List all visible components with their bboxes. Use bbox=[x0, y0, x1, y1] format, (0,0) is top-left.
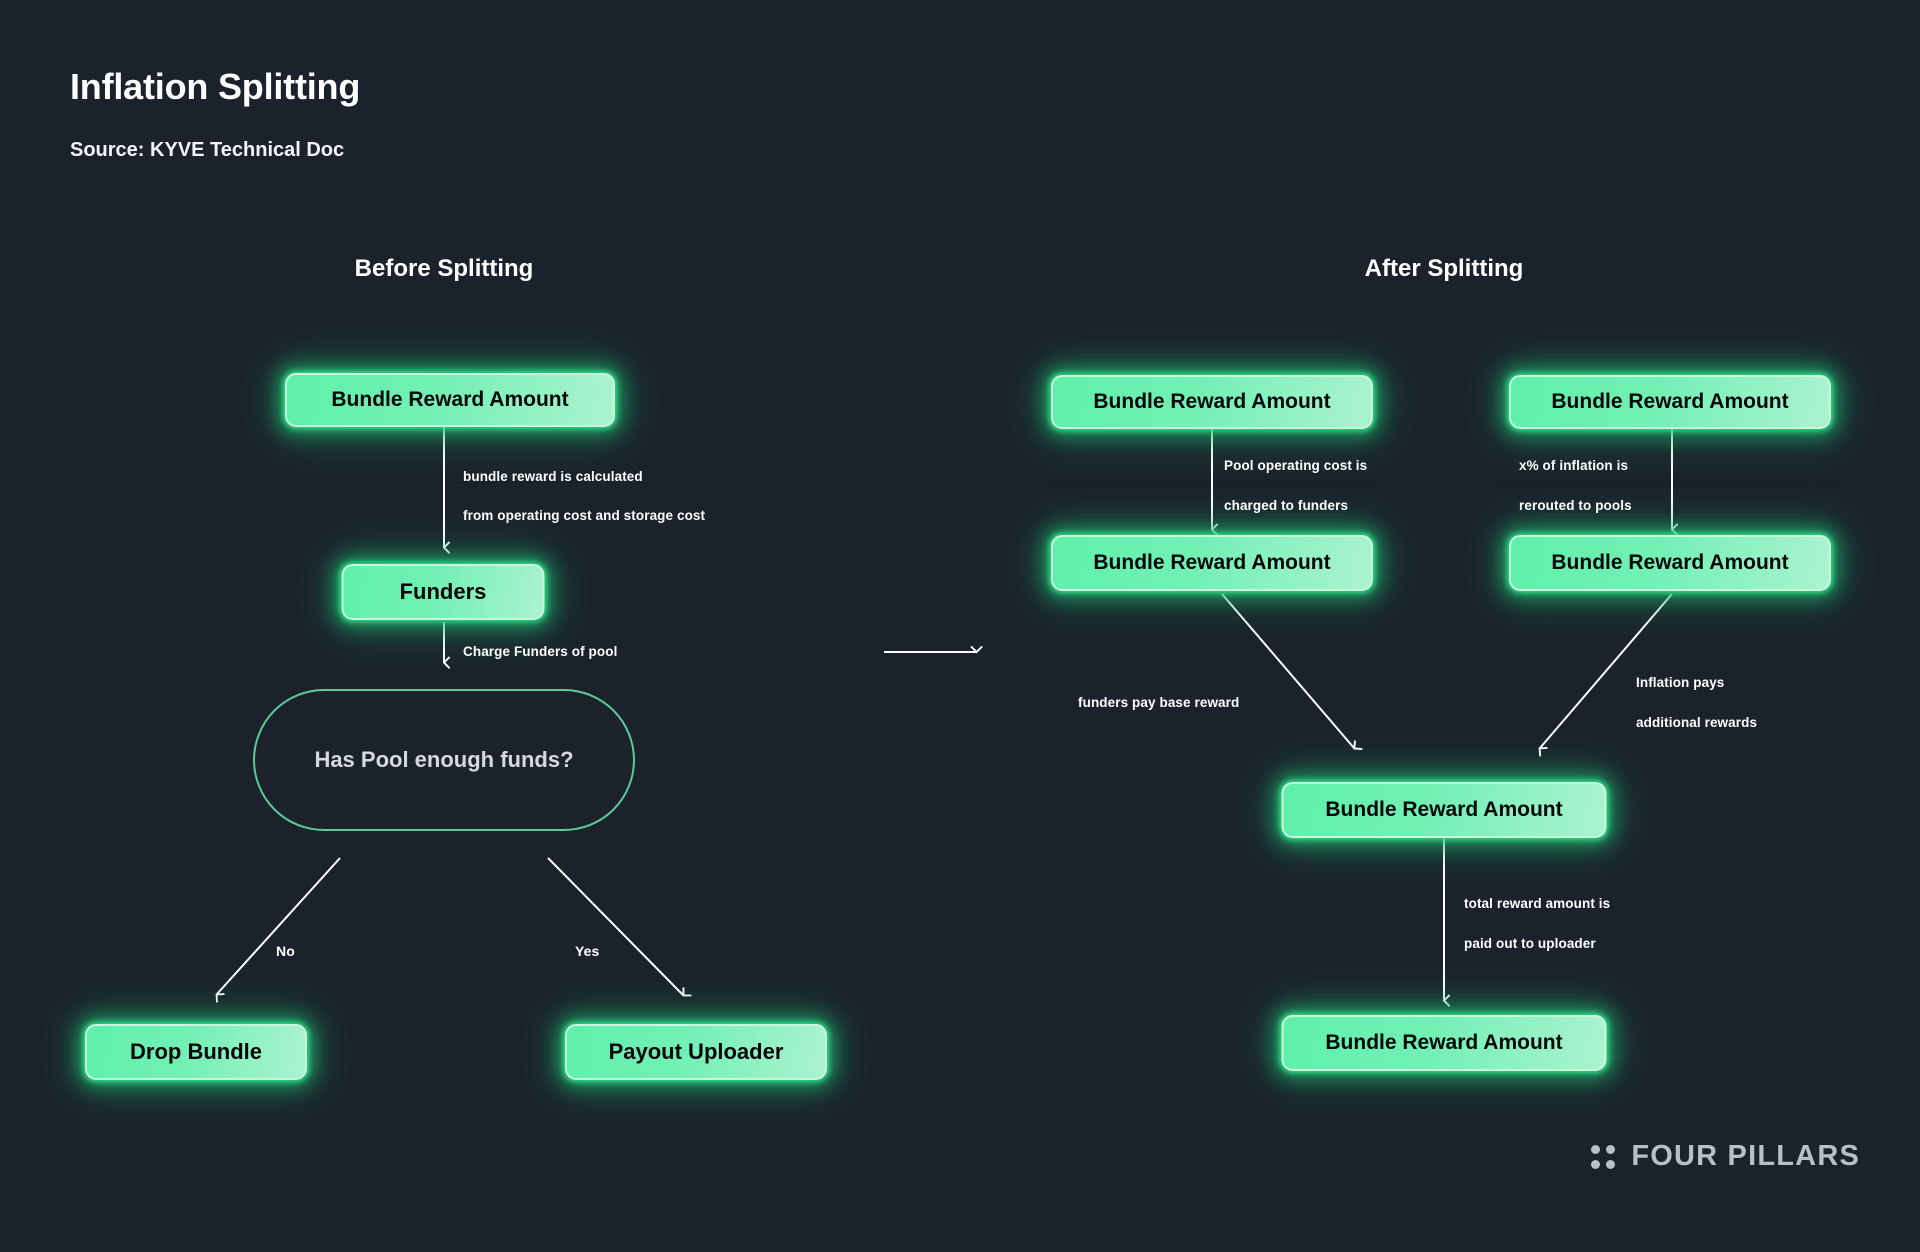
edge-decision-yes bbox=[547, 857, 683, 995]
edge-label-inflation-pays-line1: Inflation pays bbox=[1636, 675, 1725, 690]
node-label: Payout Uploader bbox=[608, 1039, 784, 1064]
node-label: Bundle Reward Amount bbox=[1325, 798, 1563, 821]
edge-label-funders-pay-base-reward: funders pay base reward bbox=[1078, 695, 1240, 710]
node-label: Bundle Reward Amount bbox=[1325, 1031, 1563, 1054]
node-label: Bundle Reward Amount bbox=[1551, 390, 1789, 413]
edge-funders-pay-base-reward bbox=[1221, 593, 1354, 748]
node-label: Bundle Reward Amount bbox=[1093, 390, 1331, 413]
brand-name: FOUR PILLARS bbox=[1631, 1140, 1860, 1172]
node-bundle-reward-amount-after-total[interactable]: Bundle Reward Amount bbox=[1281, 782, 1607, 838]
edge-label-bundle-calculated-line2: from operating cost and storage cost bbox=[463, 508, 706, 523]
node-bundle-reward-amount-after-1[interactable]: Bundle Reward Amount bbox=[1051, 375, 1373, 429]
node-label: Bundle Reward Amount bbox=[1093, 551, 1331, 574]
four-dots-icon bbox=[1591, 1144, 1616, 1169]
node-funders[interactable]: Funders bbox=[341, 564, 545, 620]
edge-label-total-reward-line2: paid out to uploader bbox=[1464, 936, 1596, 951]
node-label: Funders bbox=[399, 579, 487, 604]
edge-label-yes: Yes bbox=[575, 943, 600, 959]
node-label: Bundle Reward Amount bbox=[331, 388, 569, 411]
column-heading-before: Before Splitting bbox=[354, 255, 534, 282]
edge-label-inflation-reroute-line2: rerouted to pools bbox=[1519, 498, 1632, 513]
node-bundle-reward-amount-after-2[interactable]: Bundle Reward Amount bbox=[1509, 375, 1831, 429]
node-bundle-reward-amount-before[interactable]: Bundle Reward Amount bbox=[285, 373, 615, 427]
brand-logo: FOUR PILLARS bbox=[1591, 1140, 1860, 1173]
edge-label-inflation-pays-line2: additional rewards bbox=[1636, 715, 1758, 730]
node-bundle-reward-amount-after-4[interactable]: Bundle Reward Amount bbox=[1509, 535, 1831, 591]
source-caption: Source: KYVE Technical Doc bbox=[70, 139, 345, 161]
node-label: Bundle Reward Amount bbox=[1551, 551, 1789, 574]
page-title: Inflation Splitting bbox=[70, 66, 361, 107]
node-payout-uploader[interactable]: Payout Uploader bbox=[565, 1024, 827, 1080]
edge-label-total-reward-line1: total reward amount is bbox=[1464, 896, 1611, 911]
edge-decision-no bbox=[217, 857, 341, 994]
node-has-pool-enough-funds[interactable]: Has Pool enough funds? bbox=[253, 689, 635, 831]
edge-label-pool-operating-cost-line1: Pool operating cost is bbox=[1224, 458, 1368, 473]
edge-label-pool-operating-cost-line2: charged to funders bbox=[1224, 498, 1349, 513]
edge-label-no: No bbox=[276, 943, 295, 959]
node-bundle-reward-amount-after-3[interactable]: Bundle Reward Amount bbox=[1051, 535, 1373, 591]
node-bundle-reward-amount-after-payout[interactable]: Bundle Reward Amount bbox=[1281, 1015, 1607, 1071]
node-label: Has Pool enough funds? bbox=[314, 747, 574, 772]
node-label: Drop Bundle bbox=[130, 1039, 262, 1064]
column-heading-after: After Splitting bbox=[1364, 255, 1524, 282]
edge-label-bundle-calculated-line1: bundle reward is calculated bbox=[463, 469, 643, 484]
edge-label-inflation-reroute-line1: x% of inflation is bbox=[1519, 458, 1629, 473]
edge-label-charge-funders: Charge Funders of pool bbox=[463, 644, 618, 659]
node-drop-bundle[interactable]: Drop Bundle bbox=[85, 1024, 307, 1080]
